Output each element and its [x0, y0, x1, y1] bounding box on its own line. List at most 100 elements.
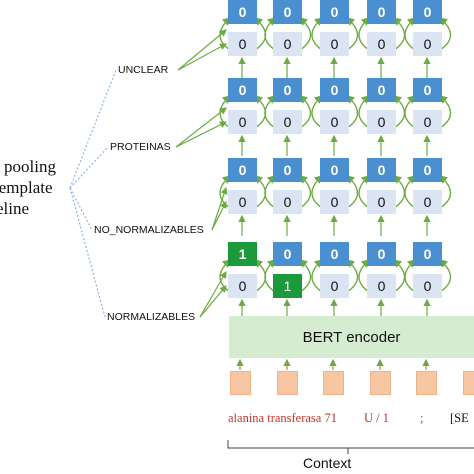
output-cell-bottom: 0: [228, 274, 257, 298]
label-arrow: [177, 43, 228, 71]
heading-line-1: pooling: [4, 157, 56, 176]
output-cell-bottom: 0: [367, 32, 396, 56]
token-embedding: [370, 371, 391, 395]
context-title: Context: [303, 455, 352, 471]
cell-arrow-left: [358, 95, 371, 129]
label-arrow: [199, 270, 227, 318]
cell-arrow-left: [219, 95, 232, 129]
cell-arrow-left: [358, 17, 371, 51]
output-cell-bottom: 0: [367, 110, 396, 134]
cell-arrow-left: [311, 175, 324, 209]
dashed-connector: [69, 187, 93, 231]
output-cell-top: 0: [273, 242, 302, 266]
label-arrow: [211, 200, 227, 231]
dashed-connector: [69, 146, 109, 189]
context-bracket: [227, 440, 474, 449]
output-cell-top: 0: [228, 0, 257, 24]
cell-arrow-left: [358, 259, 371, 293]
output-cell-top: 0: [367, 78, 396, 102]
token-embedding: [230, 371, 251, 395]
context-token: U / 1: [364, 411, 389, 425]
output-cell-bottom: 0: [273, 110, 302, 134]
label-arrow: [177, 29, 227, 71]
output-cell-top: 0: [413, 78, 442, 102]
cell-arrow-right: [345, 259, 359, 293]
cell-arrow-right: [438, 175, 452, 209]
output-cell-bottom: 0: [320, 110, 349, 134]
label-arrow: [175, 107, 227, 148]
output-cell-top: 1: [228, 242, 257, 266]
output-cell-bottom: 0: [367, 274, 396, 298]
output-cell-top: 0: [413, 0, 442, 24]
output-cell-bottom: 0: [273, 32, 302, 56]
output-cell-top: 0: [273, 0, 302, 24]
output-cell-top: 0: [320, 242, 349, 266]
output-cell-top: 0: [320, 78, 349, 102]
cell-arrow-left: [311, 17, 324, 51]
dashed-connector: [69, 69, 117, 189]
output-cell-bottom: 0: [320, 274, 349, 298]
cell-arrow-right: [345, 175, 359, 209]
cell-arrow-left: [219, 259, 232, 293]
output-cell-top: 0: [320, 0, 349, 24]
output-cell-top: 0: [228, 78, 257, 102]
label-normalizables: NORMALIZABLES: [107, 311, 196, 323]
output-cell-top: 0: [367, 0, 396, 24]
output-cell-bottom: 1: [273, 274, 302, 298]
context-token: alanina transferasa 71: [228, 411, 337, 425]
cell-arrow-left: [404, 95, 417, 129]
label-proteinas: PROTEINAS: [110, 141, 171, 153]
token-embedding: [277, 371, 298, 395]
cell-arrow-left: [311, 259, 324, 293]
token-embedding: [323, 371, 344, 395]
cell-arrow-left: [264, 259, 277, 293]
cell-arrow-left: [311, 95, 324, 129]
cell-arrow-left: [219, 175, 232, 209]
label-arrow: [175, 121, 228, 148]
cell-arrow-left: [264, 95, 277, 129]
bert-encoder: BERT encoder: [229, 316, 474, 358]
token-embedding: [463, 371, 474, 395]
output-cell-bottom: 0: [273, 190, 302, 214]
cell-arrow-left: [404, 17, 417, 51]
cell-arrow-right: [298, 17, 312, 51]
cell-arrow-left: [219, 17, 232, 51]
cell-arrow-right: [298, 175, 312, 209]
output-cell-top: 0: [367, 242, 396, 266]
cell-arrow-left: [404, 259, 417, 293]
context-token: ;: [420, 411, 424, 425]
output-cell-bottom: 0: [413, 110, 442, 134]
cell-arrow-right: [298, 259, 312, 293]
output-cell-top: 0: [413, 158, 442, 182]
label-no-normalizables: NO_NORMALIZABLES: [94, 224, 204, 236]
output-cell-bottom: 0: [413, 274, 442, 298]
cell-arrow-left: [358, 175, 371, 209]
cell-arrow-left: [264, 175, 277, 209]
cell-arrow-left: [264, 17, 277, 51]
output-cell-bottom: 0: [367, 190, 396, 214]
cell-arrow-right: [345, 95, 359, 129]
output-cell-bottom: 0: [320, 190, 349, 214]
output-cell-bottom: 0: [228, 32, 257, 56]
cell-arrow-right: [438, 259, 452, 293]
output-cell-top: 0: [273, 158, 302, 182]
cell-arrow-right: [298, 95, 312, 129]
label-arrow: [211, 186, 228, 231]
heading-line-2: template: [0, 178, 53, 197]
output-cell-top: 0: [367, 158, 396, 182]
dashed-connector: [69, 187, 106, 318]
output-cell-bottom: 0: [413, 190, 442, 214]
context-token: [SE: [450, 411, 469, 425]
output-cell-top: 0: [413, 242, 442, 266]
output-cell-top: 0: [228, 158, 257, 182]
cell-arrow-right: [438, 95, 452, 129]
output-cell-top: 0: [273, 78, 302, 102]
output-cell-bottom: 0: [320, 32, 349, 56]
output-cell-bottom: 0: [228, 110, 257, 134]
label-arrow: [199, 285, 227, 318]
cell-arrow-right: [345, 17, 359, 51]
token-embedding: [416, 371, 437, 395]
